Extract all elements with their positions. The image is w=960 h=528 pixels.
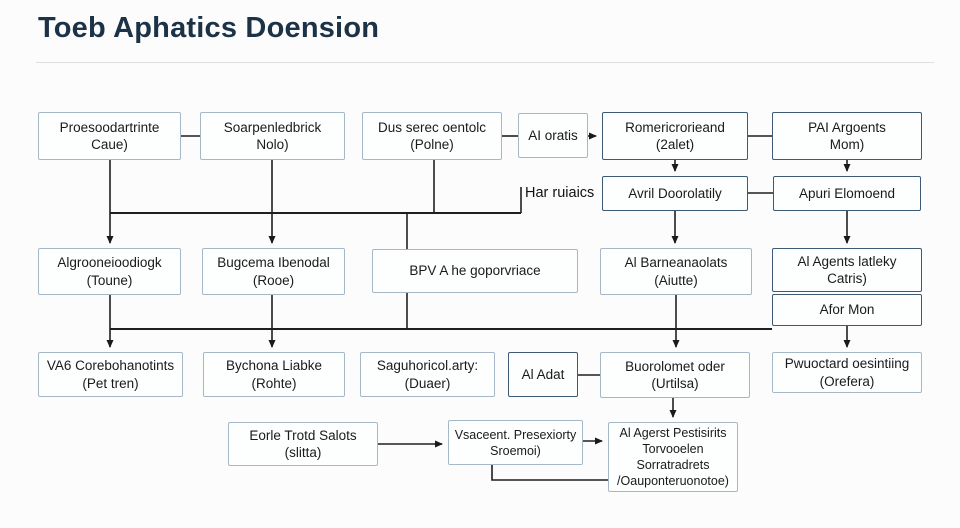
- node-al-agerst-pestisirits: Al Agerst Pestisirits Torvooelen Sorratr…: [608, 422, 738, 492]
- edge-b22-b23-elbow: [491, 465, 608, 481]
- node-al-barneanaolats: Al Barneanaolats (Aiutte): [600, 248, 752, 295]
- node-buorolomet-oder: Buorolomet oder (Urtilsa): [600, 352, 750, 398]
- node-bychona-liabke: Bychona Liabke (Rohte): [203, 352, 345, 397]
- node-afor-mon: Afor Mon: [772, 294, 922, 326]
- har-ruiaics-label: Har ruiaics: [525, 185, 595, 201]
- node-bugcema-ibenodal: Bugcema Ibenodal (Rooe): [202, 248, 345, 295]
- node-pwuoctard-oesintiing: Pwuoctard oesintiing (Orefera): [772, 352, 922, 393]
- node-soarpenledbrick: Soarpenledbrick Nolo): [200, 112, 345, 160]
- node-algrooneioodiogk: Algrooneioodiogk (Toune): [38, 248, 181, 295]
- node-al-agents-latleky: Al Agents latleky Catris): [772, 248, 922, 292]
- node-al-adat: Al Adat: [508, 352, 578, 397]
- node-eorle-trotd-salots: Eorle Trotd Salots (slitta): [228, 422, 378, 466]
- node-proesoodartrinte: Proesoodartrinte Caue): [38, 112, 181, 160]
- node-apuri-elomoend: Apuri Elomoend: [773, 176, 921, 211]
- title-divider: [36, 62, 934, 63]
- page-title: Toeb Aphatics Doension: [38, 12, 380, 44]
- node-va6-corebohanotints: VA6 Corebohanotints (Pet tren): [38, 352, 183, 397]
- node-bpv-goporvriace: BPV A he goporvriace: [372, 249, 578, 293]
- node-romericrorieand: Romericrorieand (2alet): [602, 112, 748, 160]
- node-dus-serec-oentolc: Dus serec oentolc (Polne): [362, 112, 502, 160]
- node-vsaceent-presexiorty: Vsaceent. Presexiorty Sroemoi): [448, 420, 583, 465]
- node-pai-argoents: PAI Argoents Mom): [772, 112, 922, 160]
- node-saguhoricol-arty: Saguhoricol.arty: (Duaer): [360, 352, 495, 397]
- node-avril-doorolatily: Avril Doorolatily: [602, 176, 748, 211]
- node-ai-oratis: AI oratis: [518, 113, 588, 158]
